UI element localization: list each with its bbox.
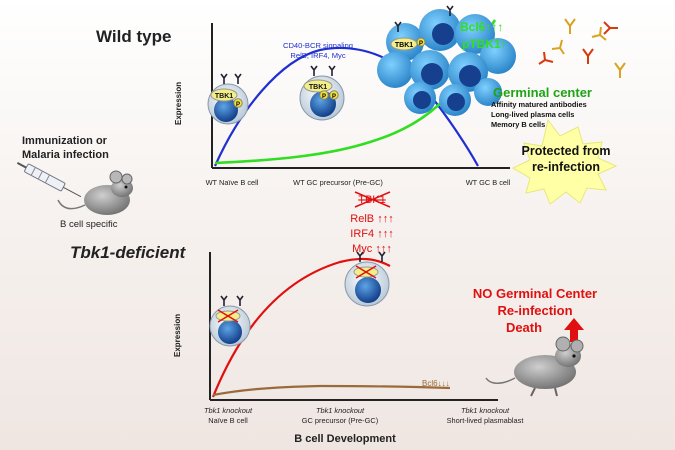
mutant-xtick: Tbk1 knockout xyxy=(316,406,365,415)
b-cell-icon xyxy=(210,296,250,346)
tbk1-label: TBK1 xyxy=(215,93,233,100)
gc-item: Long-lived plasma cells xyxy=(491,110,574,119)
mutant-xtick: Tbk1 knockout xyxy=(204,406,253,415)
gc-item: Affinity matured antibodies xyxy=(491,100,587,109)
outcome-text: Death xyxy=(506,320,542,335)
mutant-xtick: GC precursor (Pre-GC) xyxy=(302,416,378,425)
mutant-xtick: Naïve B cell xyxy=(208,416,248,425)
mutant-brown-curve xyxy=(213,386,450,395)
up-gene-label: RelB ↑↑↑ xyxy=(350,213,393,225)
tbk1-label: TBK1 xyxy=(395,42,413,49)
phospho-label: P xyxy=(419,41,423,47)
protected-text: Protected from xyxy=(522,144,611,158)
wt-signaling-genes: RelB, IRF4, Myc xyxy=(290,51,345,60)
ptbk1-up-label: pTBK1↑ xyxy=(462,37,507,51)
mutant-xtick: Tbk1 knockout xyxy=(461,406,510,415)
immunization-text: Immunization or xyxy=(22,135,108,147)
bcl6-down-label: Bcl6↓↓↓ xyxy=(422,379,450,388)
wt-xtick: WT GC precursor (Pre-GC) xyxy=(293,178,383,187)
b-cell-specific-label: B cell specific xyxy=(60,219,118,230)
sick-mouse-icon xyxy=(486,337,583,396)
tbk1-label: TBK1 xyxy=(309,84,327,91)
wt-xtick: WT Naïve B cell xyxy=(206,178,259,187)
b-cell-icon: TBK1 P P xyxy=(300,66,344,120)
germinal-center-title: Germinal center xyxy=(493,85,592,100)
wt-signaling-label: CD40-BCR signaling xyxy=(283,41,353,50)
syringe-icon xyxy=(15,159,83,201)
antibody-icon xyxy=(539,19,625,78)
up-gene-label: IRF4 ↑↑↑ xyxy=(350,228,393,240)
mutant-xtick: Short-lived plasmablast xyxy=(447,416,524,425)
outcome-text: Re-infection xyxy=(497,303,572,318)
development-xlabel: B cell Development xyxy=(294,433,396,445)
bcl6-up-label: Bcl6↑↑↑ xyxy=(460,20,503,34)
mouse-icon xyxy=(58,171,133,215)
phospho-label: P xyxy=(332,94,336,100)
phospho-label: P xyxy=(322,94,326,100)
mutant-ylabel: Expression xyxy=(173,314,182,357)
mutant-title: Tbk1-deficient xyxy=(70,243,187,262)
gc-item: Memory B cells xyxy=(491,120,545,129)
b-cell-icon: TBK1 P xyxy=(208,74,248,124)
wt-xtick: WT GC B cell xyxy=(466,178,511,187)
protected-text: re-infection xyxy=(532,160,600,174)
wild-type-title: Wild type xyxy=(96,27,171,46)
outcome-text: NO Germinal Center xyxy=(473,286,597,301)
wt-ylabel: Expression xyxy=(174,82,183,125)
immunization-text: Malaria infection xyxy=(22,149,109,161)
phospho-label: P xyxy=(236,102,240,108)
